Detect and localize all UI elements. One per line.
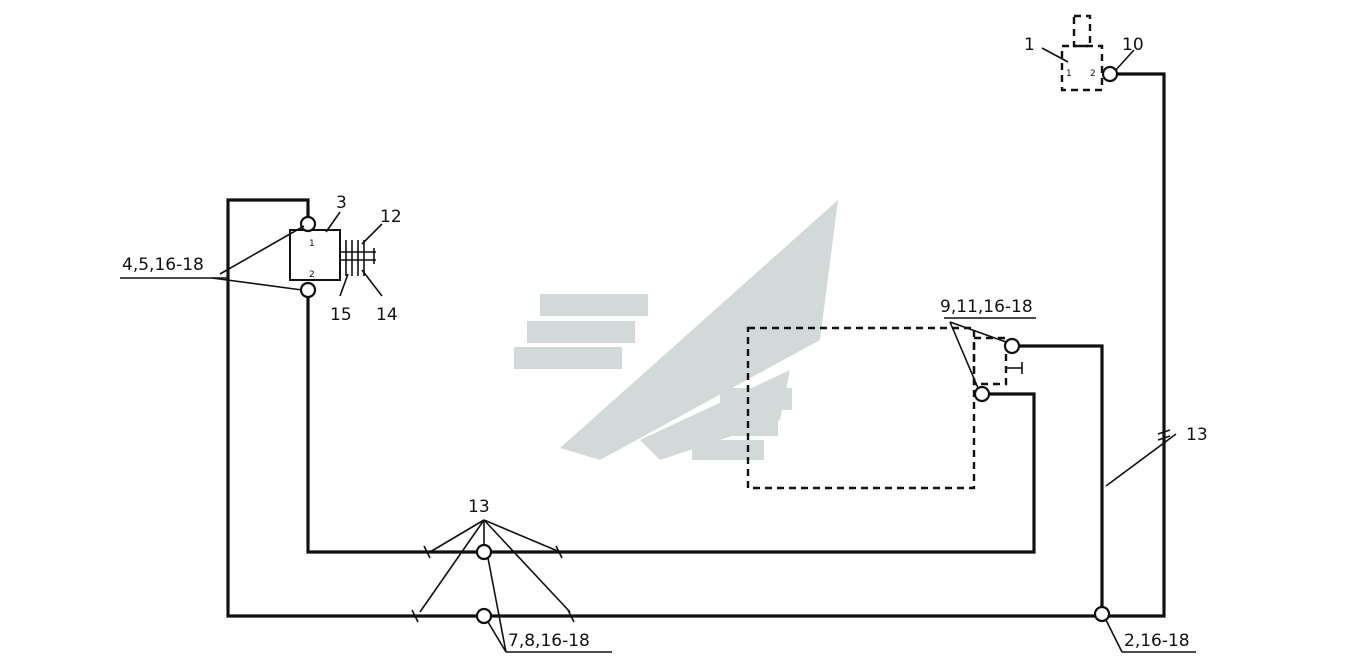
connector-4: [299, 215, 317, 233]
connector-11: [973, 385, 991, 403]
label-15: 15: [330, 305, 352, 325]
component-1: 1 2: [1060, 14, 1104, 92]
label-10: 10: [1122, 35, 1144, 55]
leader-1: [1041, 47, 1069, 63]
wiring: [226, 72, 1166, 618]
connector-9: [1003, 337, 1021, 355]
label-13-right: 13: [1186, 425, 1208, 445]
label-1: 1: [1024, 35, 1035, 55]
label-12: 12: [380, 207, 402, 227]
leader-15: [339, 273, 349, 297]
connector-2: [1093, 605, 1111, 623]
dashed-unit: [746, 326, 1023, 490]
label-4-5-16-18: 4,5,16-18: [122, 255, 204, 275]
break-marks: [411, 429, 1171, 623]
leader-14: [361, 269, 383, 297]
component-3: 1 2: [289, 229, 376, 281]
leader-3: [325, 211, 341, 233]
connector-7: [475, 543, 493, 561]
leader-10: [1113, 49, 1135, 73]
connectors: [299, 65, 1119, 625]
label-14: 14: [376, 305, 398, 325]
label-2-16-18: 2,16-18: [1124, 631, 1190, 651]
connector-10: [1101, 65, 1119, 83]
label-13-bottom: 13: [468, 497, 490, 517]
watermark-logo: [514, 200, 838, 460]
label-7-8-16-18: 7,8,16-18: [508, 631, 590, 651]
connector-8: [475, 607, 493, 625]
leader-12: [361, 223, 383, 245]
pin-label: 1: [1066, 69, 1072, 79]
pin-label: 2: [309, 270, 315, 280]
pin-label: 2: [1090, 69, 1096, 79]
label-9-11-16-18: 9,11,16-18: [940, 297, 1033, 317]
leaders: [120, 225, 1196, 653]
pin-label: 1: [309, 239, 315, 249]
label-3: 3: [336, 193, 347, 213]
connector-5: [299, 281, 317, 299]
labels: 1 10 3 12 15 14 4,5,16-18 9,11,16-18 13 …: [122, 35, 1208, 651]
